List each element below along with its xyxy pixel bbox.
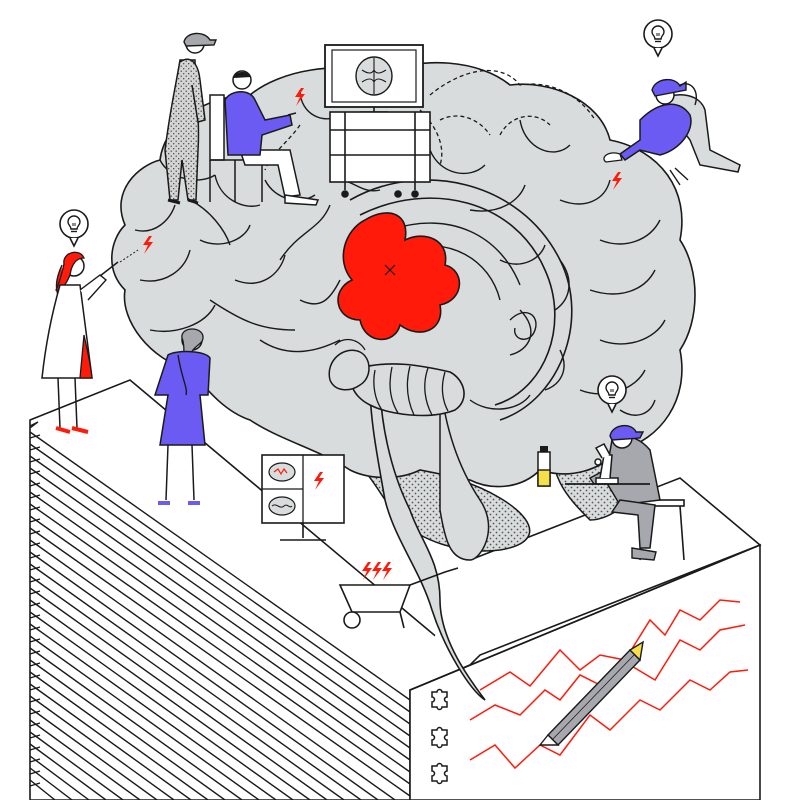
brain-scan-icon	[355, 56, 393, 96]
microscope-icon	[594, 443, 619, 485]
pencil-icon	[538, 640, 644, 746]
wheelbarrow-icon	[338, 562, 459, 629]
scientist-purple-dress	[153, 328, 211, 505]
puzzle-piece-icon	[431, 688, 448, 711]
scientist-red-hair	[41, 209, 153, 434]
puzzle-piece-icon	[431, 762, 448, 785]
brain-thumbnail-icon	[268, 496, 296, 516]
lightbulb-icon	[643, 19, 673, 57]
mri-monitor	[324, 44, 424, 113]
paper-stack	[29, 379, 472, 800]
lightbulb-icon	[59, 209, 89, 247]
brainstem	[369, 378, 486, 701]
observer-woman	[164, 32, 218, 205]
scan-easel	[261, 454, 345, 541]
seated-researcher	[209, 70, 320, 206]
red-highlight-region	[337, 212, 461, 341]
brain	[111, 61, 696, 701]
climbing-researcher	[603, 19, 741, 190]
microscope-researcher	[537, 375, 685, 561]
equipment-cart	[329, 111, 431, 198]
chart-box	[409, 477, 762, 800]
puzzle-piece-icon	[431, 726, 448, 749]
test-vial	[537, 446, 551, 487]
